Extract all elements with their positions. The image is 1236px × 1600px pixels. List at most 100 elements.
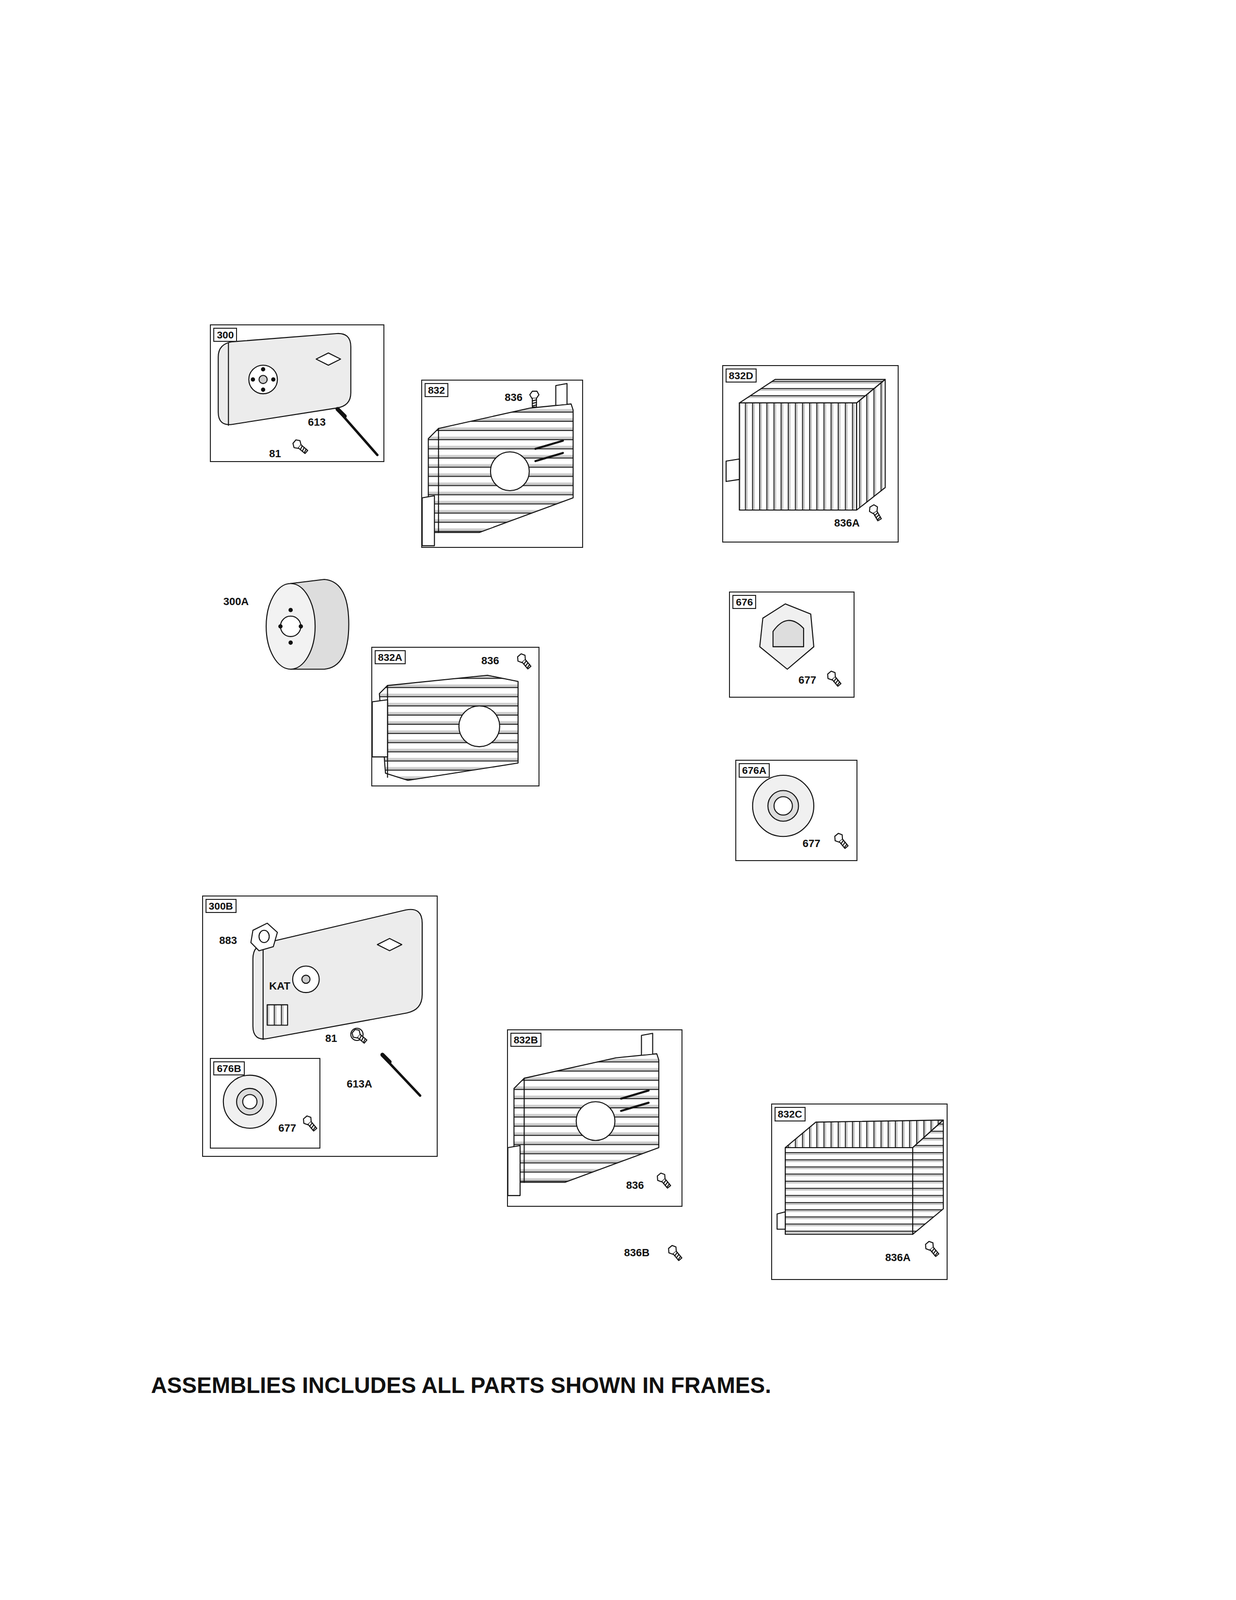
deflector-plate: [759, 603, 814, 670]
wire-cage: [785, 1147, 913, 1235]
assembly-frame: 832A 836: [371, 646, 540, 787]
callout-number: 81: [268, 447, 282, 460]
muffler: [251, 377, 255, 381]
muffler-bolt: [385, 1058, 421, 1096]
screw-symbol: [529, 391, 539, 408]
muffler-guard: [379, 675, 519, 781]
callout-number: 836: [480, 654, 501, 667]
line-art: [218, 333, 944, 1262]
assembly-number: 676A: [738, 762, 770, 777]
screw-symbol: [515, 652, 533, 671]
gasket: [258, 930, 270, 943]
screw-symbol: [825, 669, 843, 688]
wire-cage: [776, 1211, 786, 1230]
deflector-plate: [752, 775, 814, 837]
assembly-frame: 676B 677: [209, 1057, 320, 1149]
assembly-frame: 832836: [421, 379, 584, 548]
assembly-number: 832C: [774, 1106, 806, 1121]
deflector-plate: [236, 1088, 264, 1115]
muffler-round: [288, 640, 293, 645]
muffler: [316, 352, 341, 365]
screw-symbol: [867, 503, 884, 523]
muffler: [377, 938, 402, 951]
muffler-bolt: [382, 1054, 421, 1095]
deflector-plate: [759, 603, 814, 670]
assembly-number: 832: [424, 382, 449, 397]
deflector-plate: [767, 790, 799, 822]
callout-number: 883: [218, 934, 238, 947]
callout-number: 613: [306, 416, 327, 428]
assembly-number: 300: [213, 327, 238, 342]
muffler-round: [266, 583, 316, 669]
muffler-bolt: [337, 409, 378, 456]
assembly-frame: 832B 836: [507, 1029, 683, 1207]
assembly-number: 832B: [510, 1032, 542, 1047]
assembly-frame: 832C 836A: [771, 1103, 948, 1280]
muffler: [271, 377, 275, 381]
callout-number: 836: [625, 1179, 646, 1191]
assembly-number: 832A: [374, 649, 406, 665]
callout-number: 677: [801, 837, 822, 850]
wire-cage: [912, 1119, 944, 1235]
callout-number: 677: [797, 674, 818, 686]
deflector-plate: [223, 1075, 277, 1128]
callout-number: 81: [324, 1032, 338, 1045]
wire-cage: [776, 1119, 944, 1235]
muffler: [267, 1004, 288, 1025]
muffler-guard: [507, 1032, 659, 1196]
screw-symbol: [655, 1171, 673, 1190]
assembly-number: 300B: [205, 898, 237, 913]
gasket: [251, 922, 278, 951]
wire-cage: [726, 459, 740, 482]
muffler: [261, 367, 265, 371]
screw-symbol: [832, 831, 850, 850]
muffler: [218, 333, 351, 425]
deflector-plate: [223, 1075, 277, 1128]
deflector-plate: [773, 620, 804, 647]
callout-number: 613A: [345, 1077, 374, 1090]
assembly-number: 676B: [213, 1061, 245, 1076]
screw-washer: [350, 1027, 369, 1045]
muffler-guard: [372, 699, 388, 757]
callout-number: 677: [277, 1122, 298, 1134]
muffler-guard: [459, 705, 500, 747]
muffler: [261, 387, 265, 392]
callout-number: 836A: [884, 1251, 912, 1264]
assembly-frame: 300B 883KAT 81 613A 676B 677: [202, 895, 438, 1157]
muffler-round: [288, 608, 293, 612]
assembly-frame: 676 677: [728, 591, 855, 698]
screw-symbol: [291, 438, 310, 456]
assembly-number: 832D: [725, 368, 757, 383]
muffler-bolt: [337, 409, 345, 417]
deflector-plate: [752, 775, 814, 837]
screw-symbol: [301, 1114, 319, 1133]
muffler: [248, 364, 278, 394]
muffler: [301, 974, 311, 983]
wire-cage: [726, 379, 886, 510]
gasket: [251, 922, 278, 951]
assembly-number: 676: [732, 594, 757, 609]
assembly-frame: 300 613 81: [209, 324, 385, 462]
stamped-marking: KAT: [268, 980, 292, 992]
muffler: [262, 943, 264, 1040]
callout-number: 836A: [833, 517, 861, 529]
screw-symbol: [666, 1243, 684, 1262]
assembly-frame: 676A 677: [735, 759, 858, 861]
muffler-guard: [422, 383, 573, 546]
wire-cage: [856, 379, 886, 510]
callout-number: 836B: [623, 1246, 651, 1259]
muffler-guard: [372, 675, 519, 781]
deflector-plate: [774, 796, 793, 815]
screw-washer: [350, 1027, 369, 1045]
muffler-round: [280, 616, 302, 637]
muffler: [218, 333, 351, 426]
muffler-bolt: [382, 1054, 390, 1062]
muffler: [227, 342, 229, 426]
muffler-round: [278, 624, 283, 628]
muffler: [253, 909, 423, 1040]
muffler-round: [266, 579, 349, 669]
callout-number: 300A: [222, 595, 251, 608]
muffler: [258, 375, 268, 384]
